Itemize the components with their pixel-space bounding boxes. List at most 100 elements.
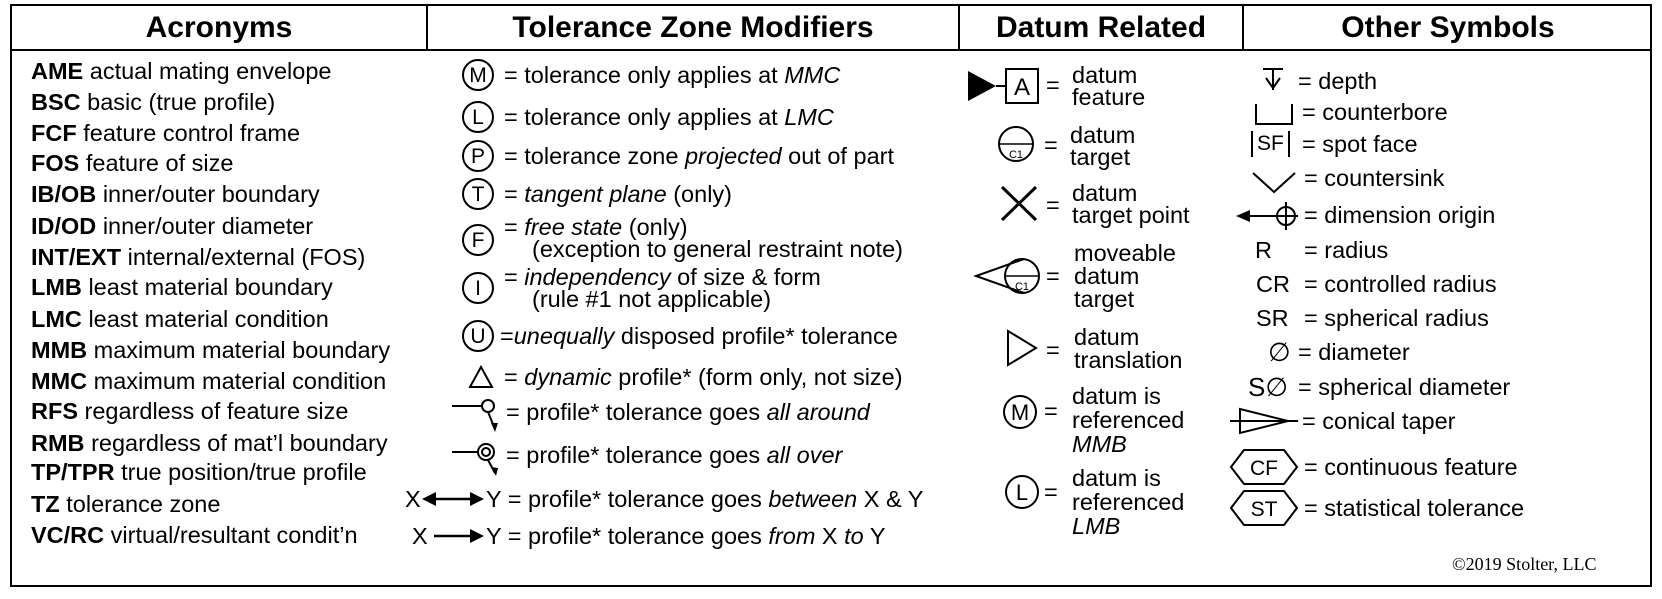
acronym-desc: least material condition — [88, 306, 329, 332]
dimension-origin-icon — [1236, 202, 1298, 230]
datum-lmb-eq: = — [1044, 479, 1058, 505]
tolerance-tangent-text: = tangent plane (only) — [504, 181, 732, 207]
datum-feature-eq: = — [1046, 72, 1060, 98]
acronym-row: LMC least material condition — [31, 305, 329, 333]
datum-target-point-eq: = — [1046, 192, 1060, 218]
acronym-row: LMB least material boundary — [31, 273, 333, 301]
continuous-feature-label: = continuous feature — [1304, 454, 1518, 480]
moveable-datum-target-eq: = — [1046, 263, 1060, 289]
acronym-abbr: RFS — [31, 398, 78, 424]
statistical-tolerance-label: = statistical tolerance — [1304, 495, 1525, 521]
header-tolerance-zone-modifiers: Tolerance Zone Modifiers — [512, 11, 874, 44]
moveable-datum-target-code: C1 — [1015, 281, 1029, 293]
acronym-abbr: LMB — [31, 274, 82, 300]
acronym-desc: internal/external (FOS) — [127, 244, 366, 270]
acronym-abbr: VC/RC — [31, 522, 105, 548]
spherical-radius-symbol: SR — [1256, 305, 1289, 331]
acronym-desc: virtual/resultant condit’n — [110, 522, 358, 548]
acronym-row: IB/OB inner/outer boundary — [31, 180, 320, 208]
radius-label: = radius — [1304, 237, 1389, 263]
acronym-desc: actual mating envelope — [89, 58, 332, 84]
between-x-label: X — [405, 486, 421, 512]
continuous-feature-icon: CF — [1229, 449, 1299, 485]
datum-mmb-circled-m-icon: M — [1003, 395, 1037, 429]
moveable-datum-target-icon: C1 — [973, 258, 1040, 294]
between-double-arrow-icon — [422, 492, 484, 506]
acronym-desc: feature of size — [85, 150, 234, 176]
copyright-notice: ©2019 Stolter, LLC — [1452, 554, 1597, 574]
all-over-icon — [452, 443, 498, 476]
header-datum-related: Datum Related — [995, 11, 1207, 44]
acronym-abbr: AME — [31, 58, 84, 84]
acronym-desc: maximum material boundary — [93, 337, 391, 363]
diameter-label: = diameter — [1298, 339, 1410, 365]
chart-frame — [10, 4, 1652, 587]
counterbore-label: = counterbore — [1302, 99, 1448, 125]
tolerance-dynamic-text: = dynamic profile* (form only, not size) — [504, 364, 903, 390]
tolerance-from-text: Y = profile* tolerance goes from X to Y — [486, 523, 886, 549]
datum-mmb-eq: = — [1044, 398, 1058, 424]
acronym-abbr: FCF — [31, 120, 77, 146]
spot-face-icon: SF — [1251, 131, 1290, 157]
statistical-tolerance-box-label: ST — [1251, 498, 1278, 521]
acronym-row: FCF feature control frame — [31, 119, 300, 147]
mmc-modifier-letter: M — [469, 64, 487, 87]
conical-taper-label: = conical taper — [1302, 408, 1456, 434]
acronym-row: FOS feature of size — [31, 149, 233, 177]
acronym-row: RMB regardless of mat’l boundary — [31, 429, 388, 457]
controlled-radius-label: = controlled radius — [1304, 271, 1497, 297]
datum-target-point-icon — [1000, 185, 1038, 222]
lmc-modifier-letter: L — [472, 106, 484, 129]
acronym-abbr: MMC — [31, 368, 88, 394]
datum-lmb-circled-l-icon: L — [1005, 475, 1039, 509]
datum-lmb-letter: L — [1016, 480, 1028, 505]
tolerance-all-around-text: = profile* tolerance goes all around — [506, 399, 870, 425]
acronym-desc: inner/outer boundary — [102, 181, 320, 207]
acronym-row: AME actual mating envelope — [31, 57, 331, 85]
acronym-row: RFS regardless of feature size — [31, 397, 348, 425]
dynamic-profile-triangle-icon — [468, 364, 494, 388]
dimension-origin-label: = dimension origin — [1304, 202, 1496, 228]
acronym-desc: regardless of feature size — [84, 398, 349, 424]
datum-target-code: C1 — [1009, 149, 1023, 161]
datum-translation-eq: = — [1046, 337, 1060, 363]
datum-target-icon: C1 — [998, 126, 1034, 162]
acronym-row: ID/OD inner/outer diameter — [31, 212, 313, 240]
independency-modifier-letter: I — [475, 277, 481, 300]
acronym-desc: least material boundary — [88, 274, 333, 300]
column-divider — [426, 4, 428, 50]
acronym-abbr: MMB — [31, 337, 88, 363]
counterbore-icon — [1255, 104, 1293, 125]
header-acronyms: Acronyms — [145, 11, 293, 44]
statistical-tolerance-icon: ST — [1229, 490, 1299, 526]
datum-feature-letter: A — [1014, 74, 1030, 101]
acronym-row: VC/RC virtual/resultant condit’n — [31, 521, 358, 549]
acronym-abbr: TP/TPR — [31, 459, 115, 485]
unequal-modifier-letter: U — [470, 325, 485, 348]
acronym-desc: maximum material condition — [93, 368, 387, 394]
acronym-row: TP/TPR true position/true profile — [31, 458, 367, 486]
spherical-radius-label: = spherical radius — [1304, 305, 1489, 331]
tolerance-mmc-text: = tolerance only applies at MMC — [504, 62, 841, 88]
header-divider — [10, 49, 1652, 51]
from-x-label: X — [412, 523, 428, 549]
acronym-abbr: ID/OD — [31, 213, 97, 239]
acronym-abbr: RMB — [31, 430, 85, 456]
acronym-abbr: INT/EXT — [31, 244, 122, 270]
tolerance-all-over-text: = profile* tolerance goes all over — [506, 442, 843, 468]
acronym-desc: inner/outer diameter — [102, 213, 314, 239]
tolerance-unequal-text: =unequally disposed profile* tolerance — [500, 323, 898, 349]
all-around-icon — [452, 399, 498, 432]
tolerance-independency-text: = independency of size & form(rule #1 no… — [504, 264, 821, 312]
free-state-modifier-letter: F — [472, 229, 485, 252]
from-arrow-icon — [434, 529, 484, 543]
acronym-row: INT/EXT internal/external (FOS) — [31, 243, 365, 271]
acronym-row: TZ tolerance zone — [31, 490, 220, 518]
acronym-desc: feature control frame — [83, 120, 301, 146]
acronym-row: MMC maximum material condition — [31, 367, 386, 395]
datum-translation-icon — [1007, 329, 1038, 367]
